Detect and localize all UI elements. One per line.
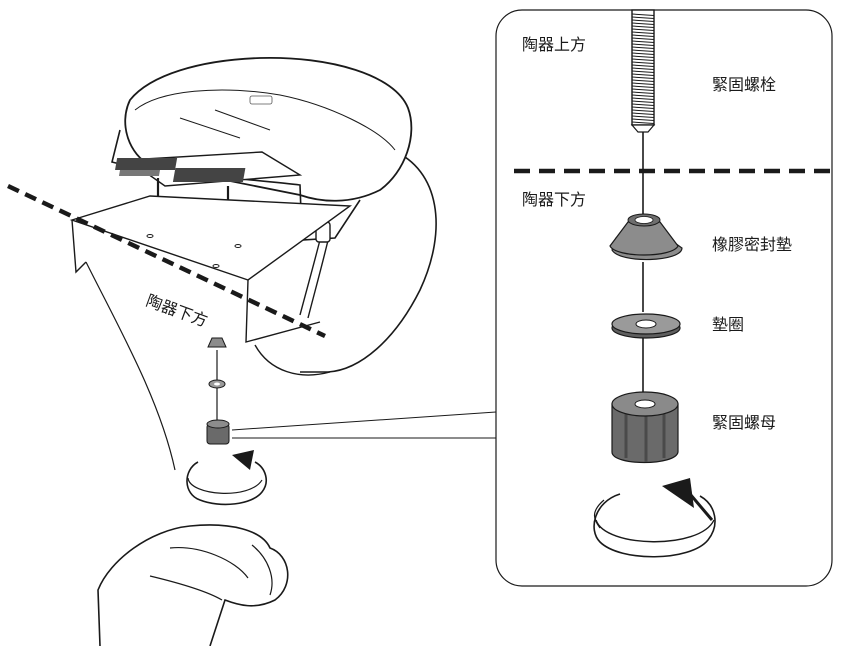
- bolt-thread: [631, 58, 655, 61]
- rubber-seal: [609, 213, 683, 261]
- bolt-thread: [631, 70, 655, 73]
- bolt-thread: [631, 112, 655, 115]
- rubber-seal-small: [207, 337, 227, 348]
- bolt-thread: [631, 28, 655, 31]
- bolt-thread: [631, 25, 655, 28]
- bolt-thread: [631, 34, 655, 37]
- washer: [611, 313, 681, 339]
- bolt-thread: [631, 49, 655, 52]
- bolt-thread: [631, 67, 655, 70]
- bolt-thread: [631, 55, 655, 58]
- bolt-thread: [631, 115, 655, 118]
- detail-panel: 陶器上方 緊固螺栓 陶器下方 橡膠密封墊 墊圈: [495, 9, 833, 587]
- water-hose: [299, 231, 323, 316]
- label-rubber-seal: 橡膠密封墊: [712, 235, 792, 254]
- bolt-thread: [631, 79, 655, 82]
- callout-lines: [231, 411, 497, 439]
- bolt-thread: [631, 52, 655, 55]
- bolt-thread: [631, 37, 655, 40]
- bolt-thread: [631, 106, 655, 109]
- small-parts-stack: [206, 337, 230, 445]
- bolt-thread: [631, 91, 655, 94]
- bolt-thread: [631, 46, 655, 49]
- label-below-ceramic-left: 陶器下方: [144, 291, 211, 331]
- bolt-thread: [631, 40, 655, 43]
- label-below-ceramic: 陶器下方: [522, 190, 586, 209]
- bolt-thread: [631, 61, 655, 64]
- bolt-thread: [631, 103, 655, 106]
- brand-badge: [249, 95, 273, 105]
- bolt-thread: [631, 19, 655, 22]
- bolt-thread: [631, 13, 655, 16]
- label-washer: 墊圈: [712, 315, 744, 334]
- fastening-nut: [611, 391, 679, 464]
- bolt-thread: [631, 85, 655, 88]
- fastening-bolt: [630, 9, 656, 215]
- toilet-seat-unit: [111, 56, 413, 319]
- bolt-thread: [631, 94, 655, 97]
- bolt-thread: [631, 118, 655, 121]
- bolt-thread: [631, 43, 655, 46]
- cut-line-left: [7, 183, 326, 339]
- bolt-thread: [631, 73, 655, 76]
- bolt-thread: [631, 100, 655, 103]
- label-nut: 緊固螺母: [712, 413, 776, 432]
- bolt-thread: [631, 82, 655, 85]
- mounting-plate: [115, 151, 303, 187]
- hand-illustration: [97, 524, 289, 646]
- label-bolt: 緊固螺栓: [712, 75, 776, 94]
- toilet-bowl: [254, 149, 437, 376]
- bolt-thread: [631, 31, 655, 34]
- bolt-thread: [631, 121, 655, 124]
- label-above-ceramic: 陶器上方: [522, 35, 586, 54]
- rotate-arrow-large: [593, 478, 716, 558]
- ceramic-section: [69, 195, 353, 471]
- bolt-thread: [631, 88, 655, 91]
- bolt-thread: [631, 22, 655, 25]
- bolt-thread: [631, 64, 655, 67]
- bolt-thread: [631, 97, 655, 100]
- rotate-arrow-small: [186, 450, 267, 506]
- bolt-thread: [631, 16, 655, 19]
- bolt-thread: [631, 109, 655, 112]
- bolt-thread: [631, 76, 655, 79]
